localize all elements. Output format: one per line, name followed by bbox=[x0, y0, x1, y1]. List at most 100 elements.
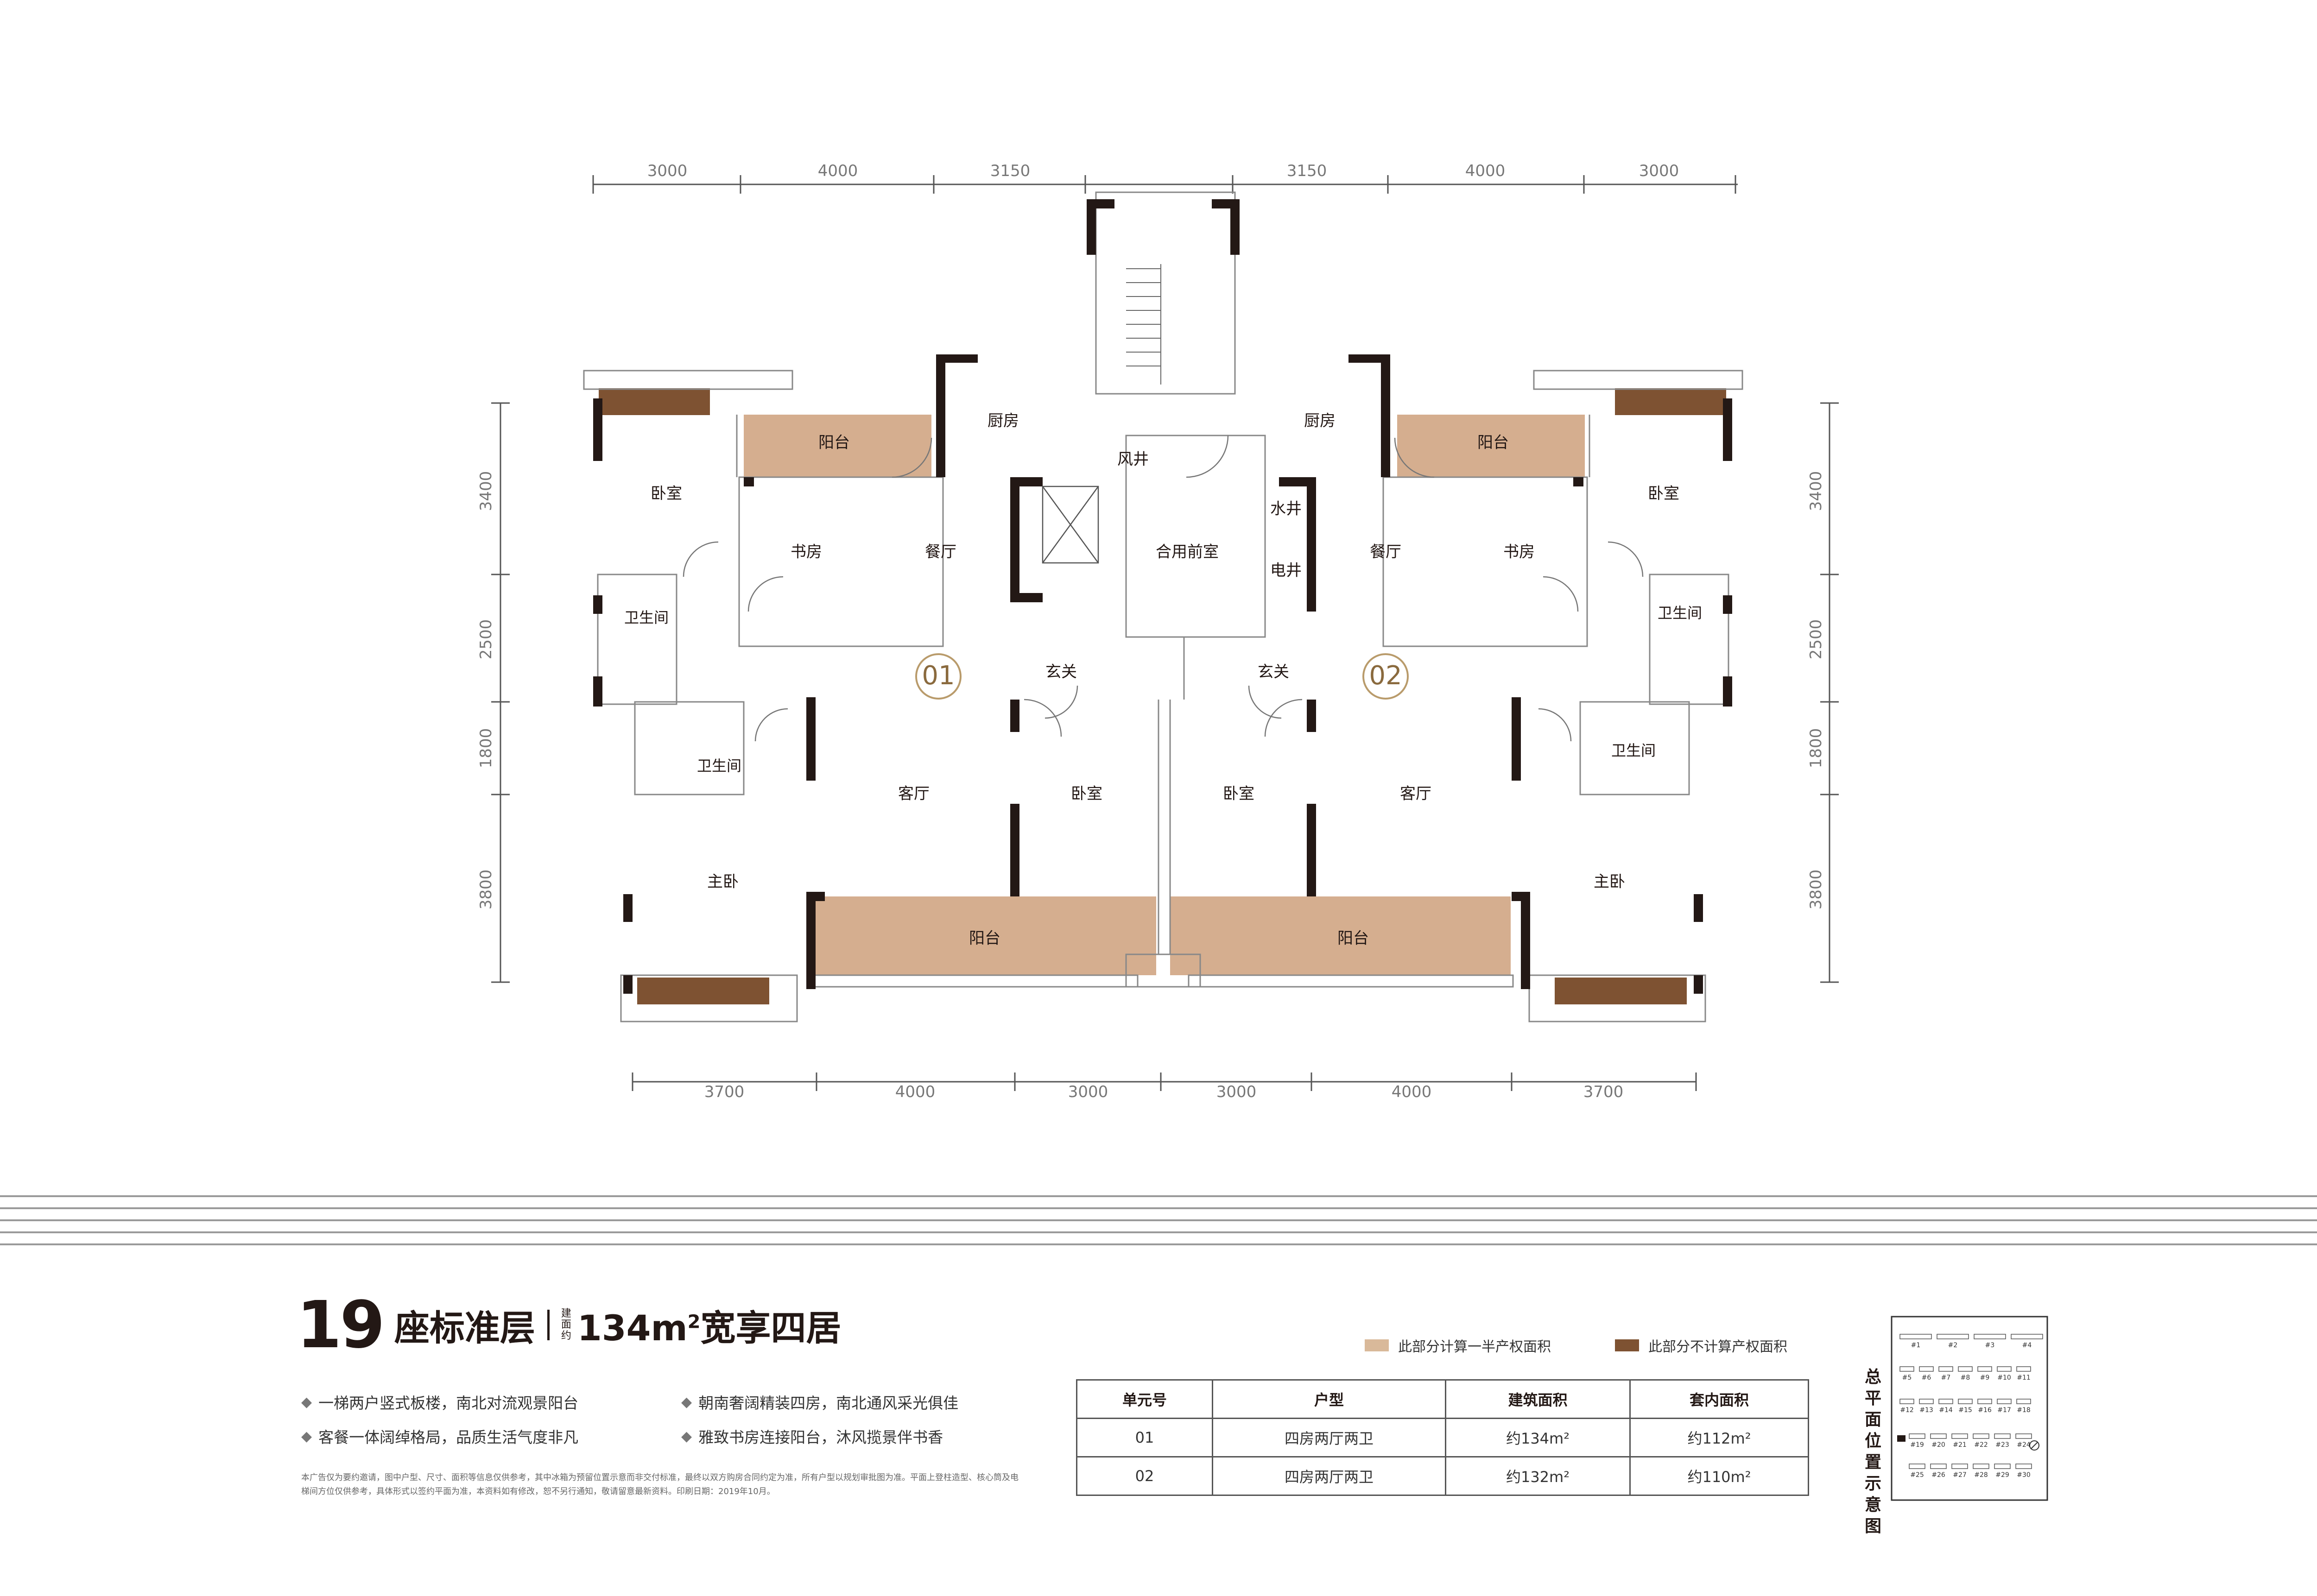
site-building-block bbox=[1937, 1334, 1969, 1339]
room-study-2: 书房 bbox=[1503, 543, 1535, 561]
site-building-block bbox=[1958, 1399, 1973, 1404]
site-building-block bbox=[1938, 1399, 1953, 1404]
balcony-n-unit1 bbox=[744, 415, 931, 477]
site-building-label: #20 bbox=[1931, 1441, 1945, 1449]
room-electric: 电井 bbox=[1270, 561, 1302, 580]
dimension-labels: 3000 4000 3150 3150 4000 3000 3700 4000 … bbox=[477, 162, 1825, 1101]
dim-left-4: 3800 bbox=[477, 870, 495, 910]
site-building-label: #22 bbox=[1974, 1441, 1988, 1449]
site-building-label: #1 bbox=[1911, 1342, 1921, 1349]
room-foyer-1: 玄关 bbox=[1045, 663, 1077, 681]
room-dining-1: 餐厅 bbox=[925, 543, 956, 561]
bay-window-nw bbox=[599, 388, 710, 415]
site-building-label: #29 bbox=[1995, 1471, 2009, 1479]
site-building-label: #24 bbox=[2017, 1441, 2031, 1449]
site-building-block bbox=[2015, 1433, 2032, 1439]
room-balcony-s-2: 阳台 bbox=[1337, 929, 1369, 948]
balcony-fills bbox=[599, 388, 1726, 1004]
room-balcony-n-2: 阳台 bbox=[1477, 434, 1509, 452]
elevator-icon bbox=[1042, 486, 1099, 564]
site-plan-map: #1#2#3#4#5#6#7#8#9#10#11#12#13#14#15#16#… bbox=[1891, 1316, 2048, 1501]
site-building-block bbox=[1909, 1464, 1925, 1469]
table-cell: 约132m² bbox=[1445, 1456, 1631, 1496]
dim-top-3: 3150 bbox=[990, 162, 1031, 180]
site-building-label: #23 bbox=[1995, 1441, 2009, 1449]
site-building-block bbox=[1951, 1433, 1968, 1439]
room-kitchen-1: 厨房 bbox=[988, 412, 1019, 430]
dim-top-2: 4000 bbox=[818, 162, 858, 180]
site-building-block bbox=[1919, 1366, 1934, 1372]
site-building-label: #7 bbox=[1941, 1374, 1951, 1382]
site-building-block bbox=[1977, 1399, 1992, 1404]
bay-window-se bbox=[1555, 978, 1687, 1004]
dim-top-4: 3150 bbox=[1287, 162, 1327, 180]
floor-title: 19 座标准层 建面约 134m2宽享四居 bbox=[297, 1287, 842, 1363]
table-cell: 02 bbox=[1076, 1456, 1213, 1496]
room-living-2: 客厅 bbox=[1400, 785, 1431, 803]
table-cell: 四房两厅两卫 bbox=[1212, 1456, 1446, 1496]
site-building-label: #17 bbox=[1997, 1407, 2011, 1414]
table-cell: 四房两厅两卫 bbox=[1212, 1418, 1446, 1457]
room-bath-2b: 卫生间 bbox=[1611, 742, 1656, 759]
legend-label-half: 此部分计算一半产权面积 bbox=[1398, 1339, 1551, 1355]
site-building-block bbox=[2016, 1366, 2031, 1372]
room-bedroom-s-2: 卧室 bbox=[1223, 785, 1254, 803]
site-building-label: #19 bbox=[1910, 1441, 1924, 1449]
dim-right-3: 1800 bbox=[1807, 728, 1825, 769]
bay-window-ne bbox=[1615, 388, 1726, 415]
table-header: 套内面积 bbox=[1629, 1379, 1809, 1419]
bay-window-sw bbox=[637, 978, 769, 1004]
room-bath-1a: 卫生间 bbox=[624, 609, 669, 626]
site-plan-label: 总平面位置示意图 bbox=[1864, 1368, 1881, 1536]
site-building-block bbox=[1994, 1433, 2011, 1439]
dim-right-1: 3400 bbox=[1807, 471, 1825, 511]
site-building-label: #2 bbox=[1948, 1342, 1958, 1349]
table-cell: 约112m² bbox=[1629, 1418, 1809, 1457]
site-boundary bbox=[1891, 1316, 2048, 1501]
site-building-label: #16 bbox=[1978, 1407, 1992, 1414]
table-header-row: 单元号 户型 建筑面积 套内面积 bbox=[1076, 1379, 1809, 1419]
dim-bottom-6: 3700 bbox=[1583, 1083, 1624, 1101]
area-prefix: 建面约 bbox=[561, 1308, 571, 1342]
site-building-block bbox=[1997, 1399, 2012, 1404]
site-building-block bbox=[1899, 1334, 1932, 1339]
site-building-label: #27 bbox=[1953, 1471, 1967, 1479]
legend-label-none: 此部分不计算产权面积 bbox=[1648, 1339, 1787, 1355]
site-building-block bbox=[1994, 1464, 2011, 1469]
table-cell: 约134m² bbox=[1445, 1418, 1631, 1457]
room-living-1: 客厅 bbox=[898, 785, 930, 803]
room-dining-2: 餐厅 bbox=[1370, 543, 1401, 561]
table-cell: 01 bbox=[1076, 1418, 1213, 1457]
room-bath-2a: 卫生间 bbox=[1658, 604, 1702, 622]
site-building-label: #5 bbox=[1902, 1374, 1912, 1382]
site-building-block bbox=[1919, 1399, 1934, 1404]
room-bedroom-s-1: 卧室 bbox=[1071, 785, 1102, 803]
table-row: 01 四房两厅两卫 约134m² 约112m² bbox=[1076, 1418, 1809, 1457]
site-building-block bbox=[1899, 1366, 1914, 1372]
room-kitchen-2: 厨房 bbox=[1304, 412, 1336, 430]
room-balcony-s-1: 阳台 bbox=[969, 929, 1000, 948]
site-building-label: #6 bbox=[1922, 1374, 1931, 1382]
dim-bottom-5: 4000 bbox=[1392, 1083, 1432, 1101]
disclaimer-text: 本广告仅为要约邀请，图中户型、尺寸、面积等信息仅供参考，其中冰箱为预留位置示意而… bbox=[301, 1473, 1019, 1496]
unit-number-02: 02 bbox=[1369, 661, 1402, 691]
site-building-block bbox=[1973, 1433, 1989, 1439]
legend-half-area: 此部分计算一半产权面积 bbox=[1365, 1335, 1551, 1356]
room-bath-1b: 卫生间 bbox=[697, 757, 741, 775]
room-water: 水井 bbox=[1270, 500, 1302, 518]
room-balcony-n-1: 阳台 bbox=[818, 434, 850, 452]
floor-label: 座标准层 bbox=[394, 1307, 535, 1349]
feature-item: ◆客餐一体阔绰格局，品质生活气度非凡 bbox=[301, 1428, 579, 1447]
unit-number-01: 01 bbox=[922, 661, 955, 691]
room-foyer-2: 玄关 bbox=[1258, 663, 1289, 681]
site-building-block bbox=[2015, 1464, 2032, 1469]
table-header: 户型 bbox=[1212, 1379, 1446, 1419]
site-building-block bbox=[2011, 1334, 2043, 1339]
site-building-label: #15 bbox=[1958, 1407, 1972, 1414]
site-building-block bbox=[2016, 1399, 2031, 1404]
feature-item: ◆雅致书房连接阳台，沐风揽景伴书香 bbox=[681, 1428, 943, 1447]
dim-top-5: 4000 bbox=[1465, 162, 1506, 180]
site-building-block bbox=[1958, 1366, 1973, 1372]
room-bedroom-ne: 卧室 bbox=[1648, 485, 1679, 503]
separator-stripes bbox=[0, 1195, 2317, 1255]
